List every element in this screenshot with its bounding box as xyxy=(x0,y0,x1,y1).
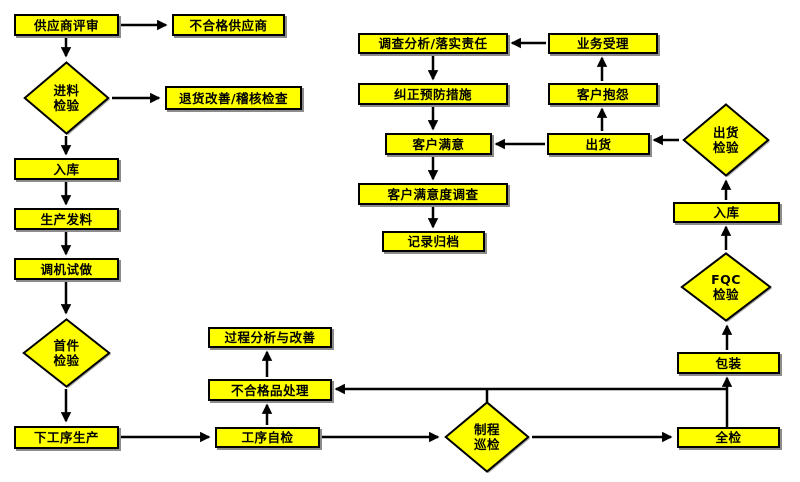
node-process-analysis-improve: 过程分析与改善 xyxy=(208,327,332,348)
node-warehouse-in-right: 入库 xyxy=(673,202,780,223)
node-return-improve-audit: 退货改善/稽核检查 xyxy=(165,86,302,110)
node-packaging: 包装 xyxy=(677,352,780,374)
node-full-inspection: 全检 xyxy=(677,427,780,448)
node-first-article-inspection: 首件 检验 xyxy=(22,318,111,388)
diamond-shape xyxy=(680,252,772,322)
node-nonconforming-handling: 不合格品处理 xyxy=(208,379,332,401)
node-process-self-check: 工序自检 xyxy=(215,427,320,448)
node-customer-complaint: 客户抱怨 xyxy=(548,83,658,105)
node-customer-satisfaction: 客户满意 xyxy=(385,133,492,155)
node-investigation-responsibility: 调查分析/落实责任 xyxy=(358,33,508,54)
node-shipping: 出货 xyxy=(547,133,650,155)
node-warehouse-in-left: 入库 xyxy=(14,158,119,180)
node-production-issue: 生产发料 xyxy=(14,208,119,230)
node-process-patrol-inspection: 制程 巡检 xyxy=(444,401,530,473)
node-unqualified-supplier: 不合格供应商 xyxy=(172,14,285,36)
node-incoming-inspection: 进料 检验 xyxy=(23,61,110,135)
node-corrective-preventive: 纠正预防措施 xyxy=(358,83,508,105)
node-supplier-review: 供应商评审 xyxy=(14,14,119,36)
diamond-shape xyxy=(22,318,111,388)
node-machine-trial: 调机试做 xyxy=(14,258,119,280)
node-satisfaction-survey: 客户满意度调查 xyxy=(358,183,508,205)
node-shipping-inspection: 出货 检验 xyxy=(682,103,770,177)
diamond-shape xyxy=(682,103,770,177)
node-business-accept: 业务受理 xyxy=(548,33,658,54)
node-next-process-production: 下工序生产 xyxy=(14,426,119,449)
node-record-archive: 记录归档 xyxy=(382,231,485,252)
node-fqc-inspection: FQC 检验 xyxy=(680,252,772,322)
diamond-shape xyxy=(23,61,110,135)
diamond-shape xyxy=(444,401,530,473)
